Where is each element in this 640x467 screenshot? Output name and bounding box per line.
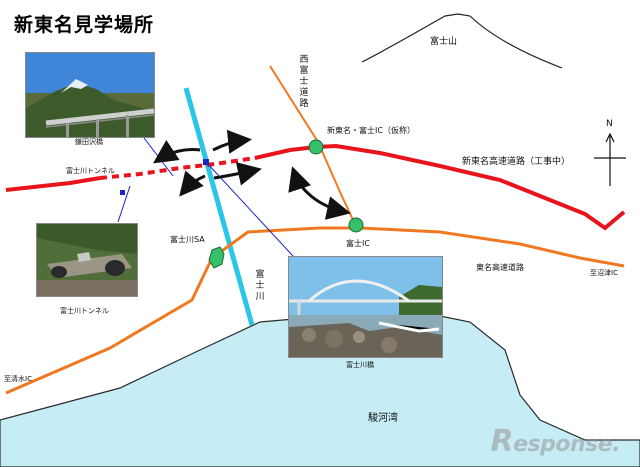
fujikawa-tunnel-dashed — [99, 156, 256, 180]
route-arrow-lower-right — [213, 162, 262, 186]
fujikawa-sa-label: 富士川SA — [170, 235, 205, 244]
photo-fujikawa-bridge — [288, 256, 443, 358]
route-arrow-lower-left — [179, 170, 206, 197]
photo-fujikawa-tunnel — [36, 223, 138, 297]
suruga-bay-sea — [0, 311, 640, 467]
tunnel-point-marker — [120, 190, 125, 195]
new-tomei-expressway — [289, 143, 626, 231]
new-tomei-middle-section — [254, 148, 291, 160]
route-arrow-upper-left — [153, 140, 201, 164]
tomei-expressway-label: 東名高速道路 — [476, 263, 524, 272]
route-arrow-upper-right — [212, 129, 252, 154]
to-shimizu-ic-label: 至清水IC — [4, 375, 32, 383]
mt-fuji-label: 富士山 — [430, 37, 458, 47]
photo-kamadazawa-caption: 鎌田沢橋 — [75, 138, 103, 146]
response-watermark-logo: Response. — [490, 424, 620, 459]
north-label: N — [606, 119, 613, 129]
fujikawa-tunnel-route-label: 富士川トンネル — [66, 167, 115, 175]
fuji-river — [183, 87, 255, 326]
nishi-fuji-road-label: 西富士道路 — [299, 55, 309, 109]
new-fuji-ic-label: 新東名・富士IC（仮称） — [327, 126, 415, 135]
new-tomei-expressway-label: 新東名高速道路（工事中） — [462, 157, 571, 167]
north-arrow-head — [605, 132, 615, 143]
to-numazu-ic-label: 至沼津IC — [590, 269, 618, 277]
page-title: 新東名見学場所 — [14, 14, 155, 36]
mt-fuji-outline — [361, 13, 563, 69]
pointer-tunnel — [117, 185, 131, 223]
fuji-river-label: 富士川 — [255, 270, 265, 302]
watermark-r: R — [490, 424, 514, 459]
photo-kamadazawa-bridge — [25, 52, 155, 138]
fuji-ic-marker — [348, 217, 364, 233]
photo-bridge-caption: 富士川橋 — [346, 361, 374, 369]
new-fuji-ic-marker — [308, 139, 324, 155]
bridge-point-marker — [203, 159, 209, 165]
fuji-ic-label: 富士IC — [346, 239, 370, 248]
new-tomei-west-section — [5, 176, 101, 192]
tomei-expressway — [5, 226, 625, 395]
photo-tunnel-caption: 富士川トンネル — [60, 307, 109, 315]
route-arrow-ic-connector — [288, 166, 351, 220]
suruga-bay-label: 駿河湾 — [368, 413, 398, 424]
fujikawa-sa-marker — [208, 246, 225, 269]
watermark-text: esponse. — [513, 432, 620, 457]
